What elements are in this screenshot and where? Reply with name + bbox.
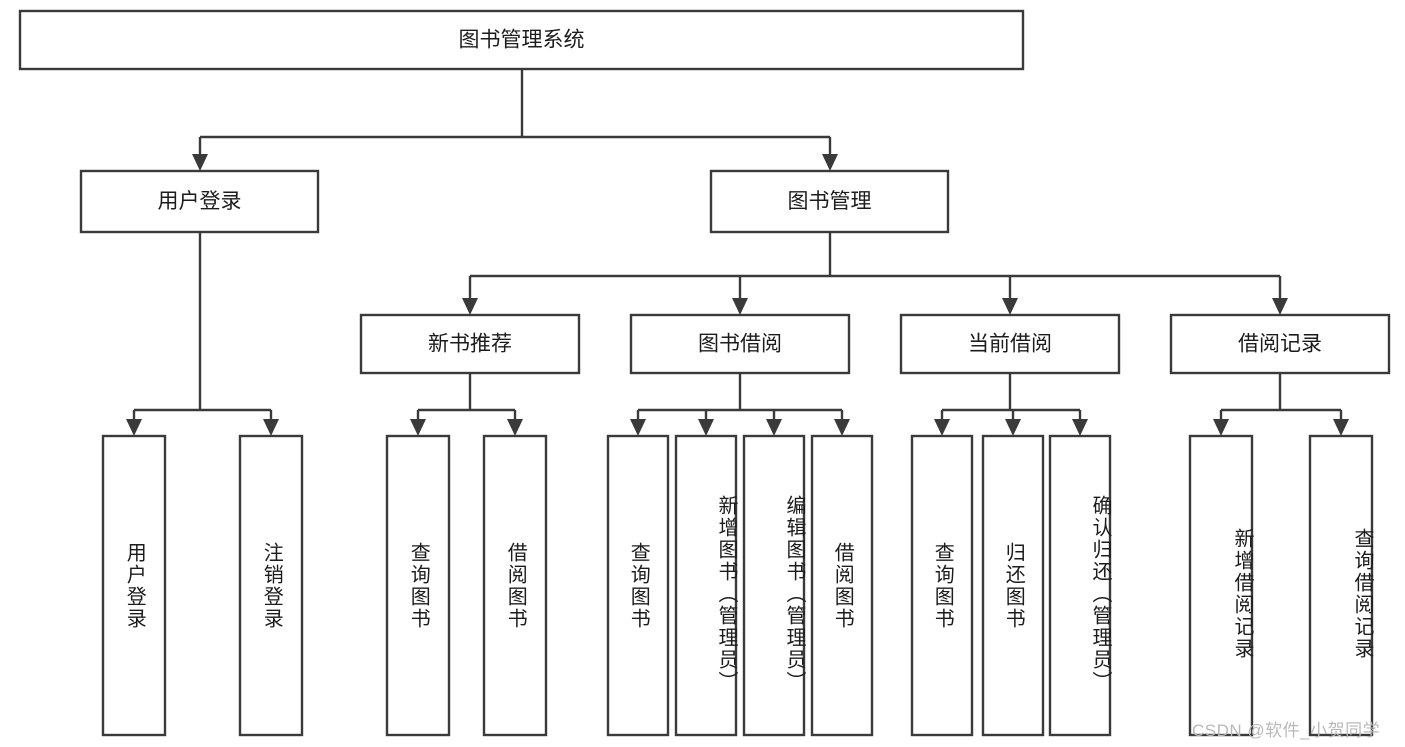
node-label-user-login: 用户登录 bbox=[158, 190, 242, 213]
node-root[interactable] bbox=[18, 9, 1025, 71]
node-current-borrow[interactable] bbox=[899, 313, 1121, 375]
arrow-head-user-login bbox=[192, 154, 208, 171]
node-label-root: 图书管理系统 bbox=[459, 29, 585, 52]
node-box-leaf-query-borrow-record[interactable] bbox=[1308, 434, 1374, 737]
node-box-user-login[interactable] bbox=[79, 169, 320, 234]
node-new-book-recommend[interactable] bbox=[359, 313, 581, 375]
arrow-head-leaf-user-login bbox=[126, 419, 142, 436]
node-leaf-return-book[interactable] bbox=[981, 434, 1045, 737]
arrow-head-borrow-record bbox=[1272, 298, 1288, 315]
node-leaf-query-book[interactable] bbox=[606, 434, 670, 737]
node-label-current-borrow: 当前借阅 bbox=[968, 333, 1052, 356]
arrow-head-leaf-query-book-cur bbox=[934, 419, 950, 436]
node-borrow-record[interactable] bbox=[1169, 313, 1391, 375]
arrow-head-leaf-edit-book-admin bbox=[766, 419, 782, 436]
node-label-book-manage: 图书管理 bbox=[788, 190, 872, 213]
node-user-login[interactable] bbox=[79, 169, 320, 234]
node-book-borrow[interactable] bbox=[629, 313, 851, 375]
arrow-head-leaf-confirm-return-admin bbox=[1072, 419, 1088, 436]
arrow-head-leaf-borrow-book-rec bbox=[507, 419, 523, 436]
node-leaf-add-borrow-record[interactable] bbox=[1188, 434, 1254, 737]
arrow-head-leaf-query-book bbox=[630, 419, 646, 436]
arrow-head-book-borrow bbox=[732, 298, 748, 315]
arrow-head-leaf-return-book bbox=[1005, 419, 1021, 436]
edges-layer bbox=[126, 69, 1349, 436]
node-leaf-query-borrow-record[interactable] bbox=[1308, 434, 1374, 737]
arrow-head-leaf-borrow-book bbox=[834, 419, 850, 436]
node-box-leaf-edit-book-admin[interactable] bbox=[742, 434, 806, 737]
arrow-head-leaf-add-borrow-record bbox=[1213, 419, 1229, 436]
node-box-book-manage[interactable] bbox=[709, 169, 950, 234]
node-leaf-borrow-book-rec[interactable] bbox=[482, 434, 548, 737]
node-box-leaf-return-book[interactable] bbox=[981, 434, 1045, 737]
node-book-manage[interactable] bbox=[709, 169, 950, 234]
node-leaf-query-book-rec[interactable] bbox=[385, 434, 451, 737]
node-box-leaf-user-logout[interactable] bbox=[238, 434, 304, 737]
node-leaf-add-book-admin[interactable] bbox=[674, 434, 738, 737]
node-box-leaf-borrow-book-rec[interactable] bbox=[482, 434, 548, 737]
node-box-root[interactable] bbox=[18, 9, 1025, 71]
node-leaf-confirm-return-admin[interactable] bbox=[1048, 434, 1112, 737]
arrow-head-leaf-query-borrow-record bbox=[1333, 419, 1349, 436]
node-leaf-user-login[interactable] bbox=[101, 434, 167, 737]
node-leaf-borrow-book[interactable] bbox=[810, 434, 874, 737]
node-box-leaf-query-book-cur[interactable] bbox=[910, 434, 974, 737]
node-label-new-book-recommend: 新书推荐 bbox=[428, 333, 512, 356]
node-box-leaf-query-book-rec[interactable] bbox=[385, 434, 451, 737]
node-box-leaf-confirm-return-admin[interactable] bbox=[1048, 434, 1112, 737]
node-box-leaf-add-borrow-record[interactable] bbox=[1188, 434, 1254, 737]
arrow-head-leaf-add-book-admin bbox=[698, 419, 714, 436]
node-box-current-borrow[interactable] bbox=[899, 313, 1121, 375]
arrow-head-leaf-user-logout bbox=[263, 419, 279, 436]
node-box-borrow-record[interactable] bbox=[1169, 313, 1391, 375]
arrow-head-book-manage bbox=[822, 154, 838, 171]
node-label-book-borrow: 图书借阅 bbox=[698, 333, 782, 356]
arrow-head-current-borrow bbox=[1002, 298, 1018, 315]
node-box-leaf-user-login[interactable] bbox=[101, 434, 167, 737]
node-box-leaf-add-book-admin[interactable] bbox=[674, 434, 738, 737]
node-box-new-book-recommend[interactable] bbox=[359, 313, 581, 375]
node-leaf-query-book-cur[interactable] bbox=[910, 434, 974, 737]
node-box-leaf-query-book[interactable] bbox=[606, 434, 670, 737]
node-box-book-borrow[interactable] bbox=[629, 313, 851, 375]
arrow-head-leaf-query-book-rec bbox=[410, 419, 426, 436]
node-label-borrow-record: 借阅记录 bbox=[1238, 333, 1322, 356]
node-leaf-edit-book-admin[interactable] bbox=[742, 434, 806, 737]
node-leaf-user-logout[interactable] bbox=[238, 434, 304, 737]
csdn-watermark: CSDN @软件_小贺同学 bbox=[1192, 721, 1381, 740]
arrow-head-new-book-recommend bbox=[462, 298, 478, 315]
node-box-leaf-borrow-book[interactable] bbox=[810, 434, 874, 737]
